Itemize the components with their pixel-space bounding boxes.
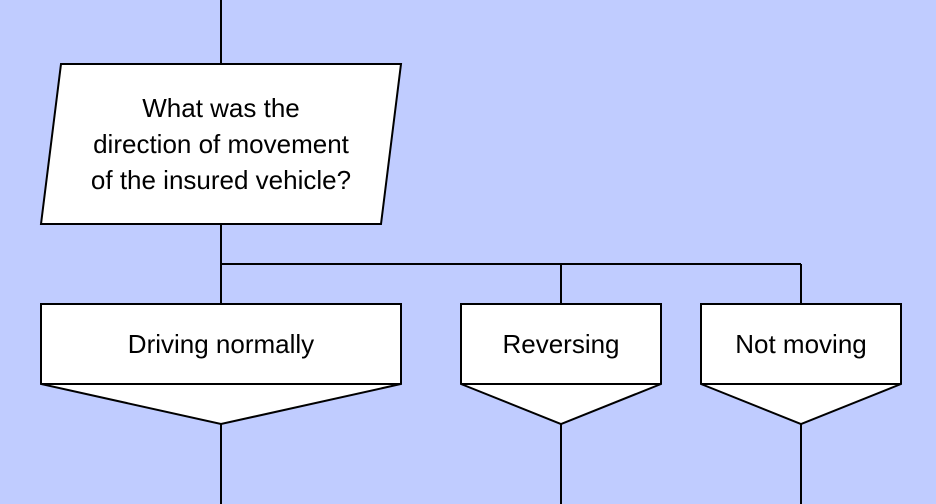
option-label-not-moving: Not moving	[735, 329, 867, 359]
question-label: What was the direction of movement of th…	[51, 64, 391, 224]
question-node	[39, 63, 403, 225]
option-label-reversing: Reversing	[502, 329, 620, 359]
option-node-not-moving	[700, 303, 902, 426]
question-label-line: direction of movement	[93, 129, 349, 159]
question-label-line: What was the	[142, 93, 300, 123]
option-node-reversing	[460, 303, 662, 426]
option-node-driving-normally	[40, 303, 402, 426]
option-label-driving-normally: Driving normally	[127, 329, 315, 359]
question-label-line: of the insured vehicle?	[90, 165, 352, 195]
